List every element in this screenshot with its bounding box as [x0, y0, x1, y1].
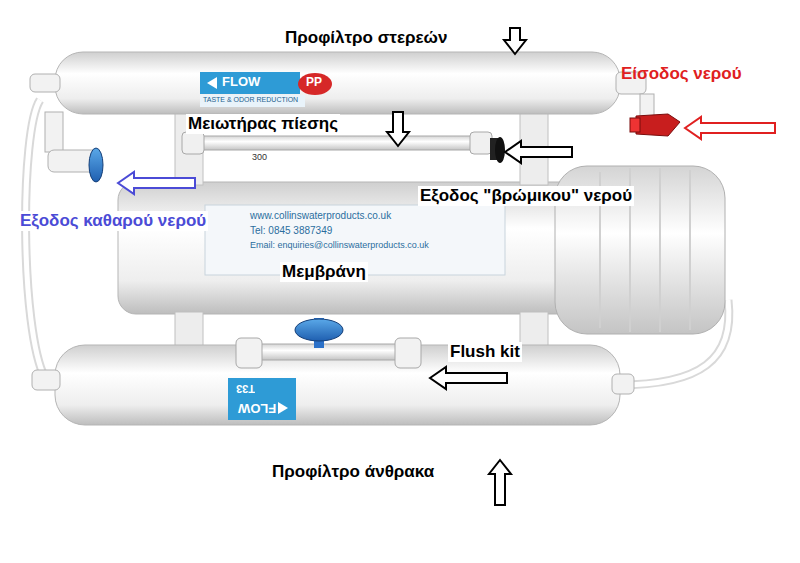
outlet-label: Εξοδος "βρώμικου" νερού — [418, 186, 634, 206]
sticker-text: www.collinswaterproducts.co.uk — [250, 210, 391, 222]
sticker-text: PP — [306, 76, 322, 90]
inlet-label: Είσοδος νερού — [621, 64, 742, 84]
part-label: Προφίλτρο άνθρακα — [270, 462, 436, 482]
sticker-text: TASTE & ODOR REDUCTION — [203, 96, 298, 104]
part-label: Flush kit — [448, 342, 522, 362]
sticker-text: FLOW — [222, 75, 260, 90]
part-label: Μειωτήρας πίεσης — [186, 114, 340, 134]
sticker-text: T33 — [236, 382, 255, 395]
part-label: Μεμβράνη — [280, 262, 368, 282]
outlet-label: Εξοδος καθαρού νερού — [18, 211, 208, 231]
part-marking: 300 — [252, 152, 267, 162]
part-label: Προφίλτρο στερεών — [283, 28, 449, 48]
sticker-text: Tel: 0845 3887349 — [250, 225, 332, 237]
sticker-text: Email: enquiries@collinswaterproducts.co… — [250, 240, 429, 250]
sticker-text: FLOW — [238, 400, 276, 415]
